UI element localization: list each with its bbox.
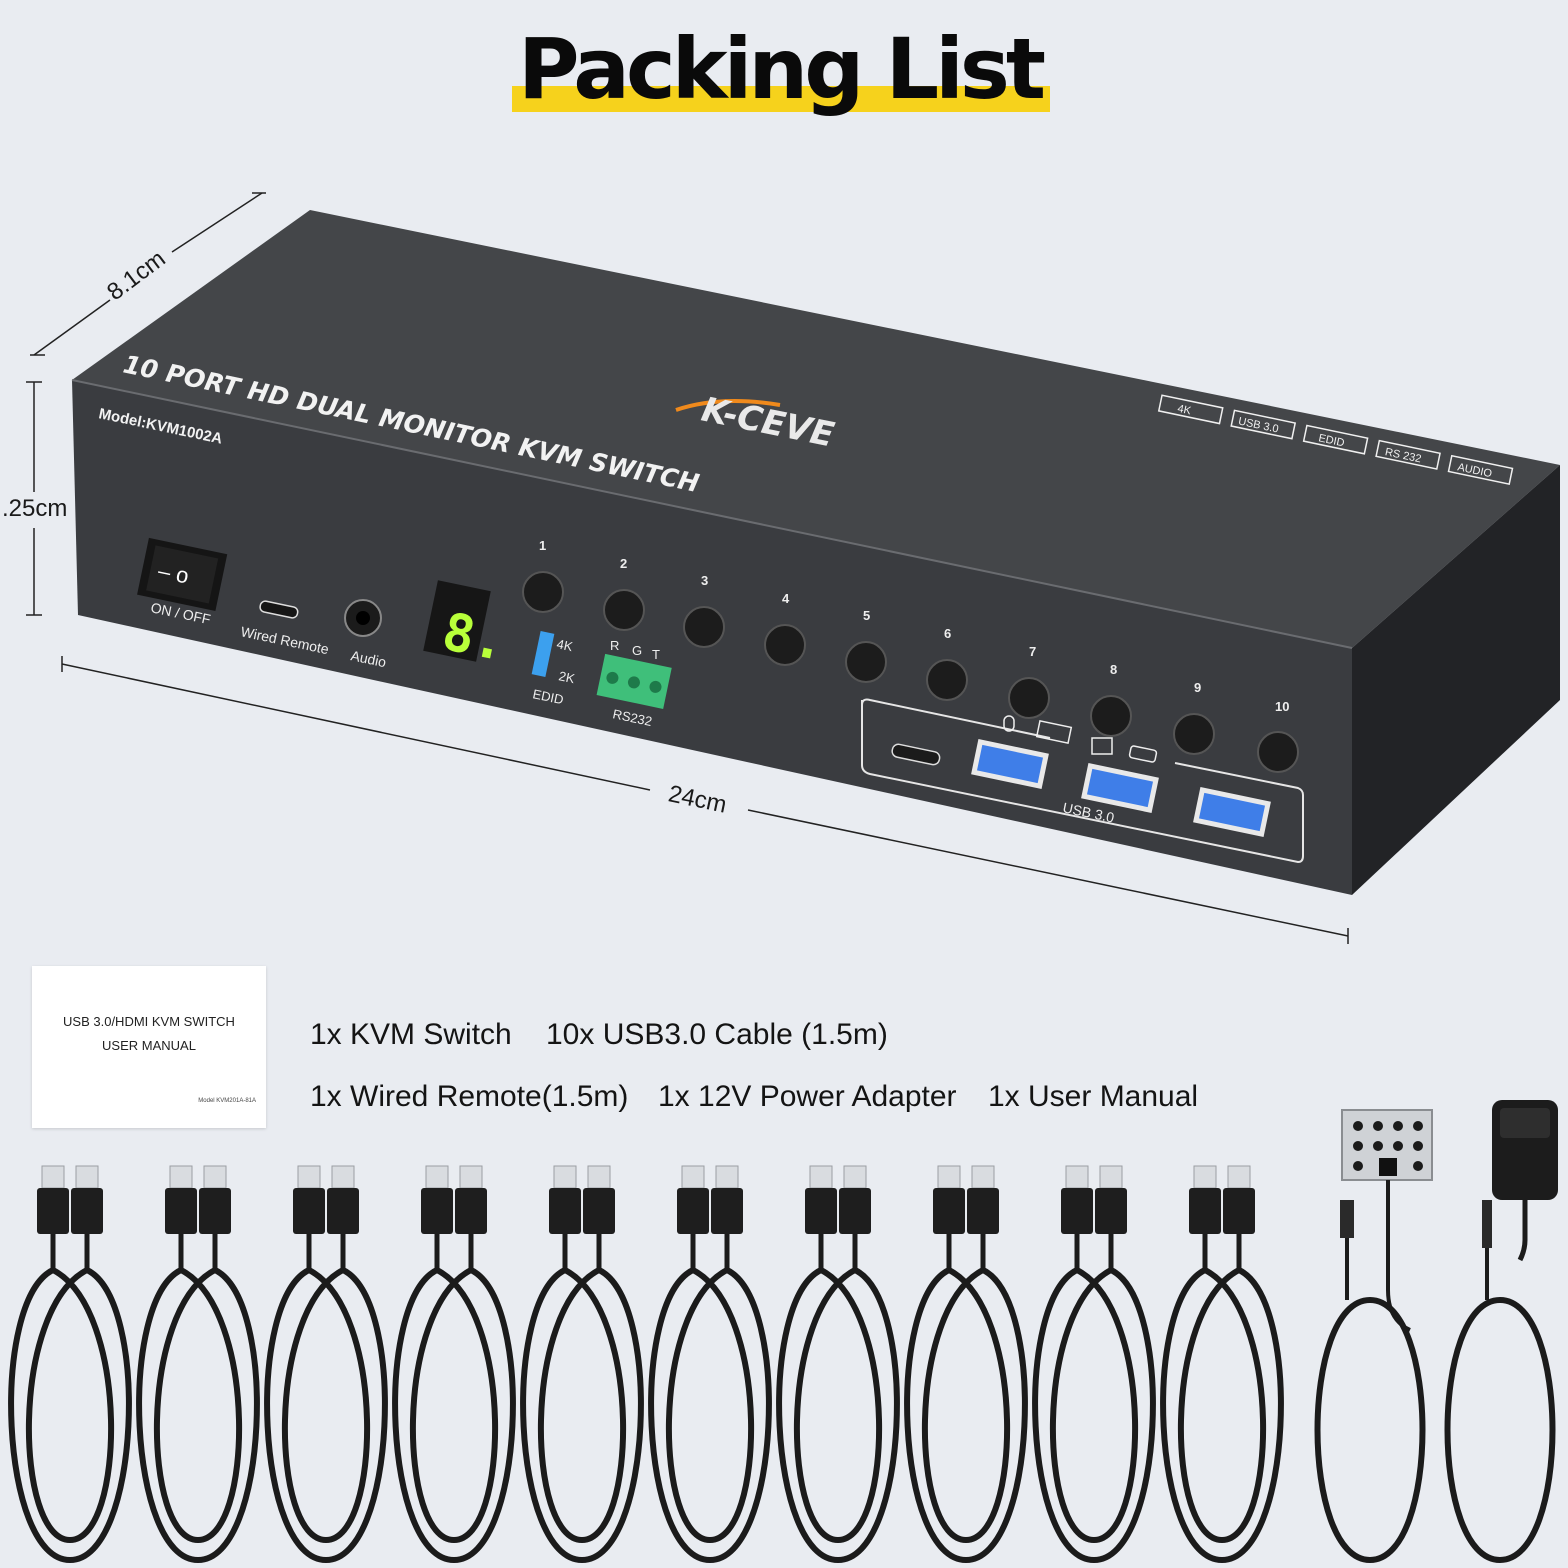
usb-cable-3 bbox=[264, 1165, 388, 1564]
edid-label: EDID bbox=[531, 686, 564, 707]
port-number-9: 9 bbox=[1194, 680, 1201, 695]
item-wired-remote: 1x Wired Remote(1.5m) bbox=[310, 1080, 629, 1113]
power-switch[interactable]: – o bbox=[137, 537, 228, 611]
segment-display bbox=[423, 580, 491, 662]
brand-swoosh bbox=[675, 399, 781, 412]
usb-cable-6 bbox=[648, 1165, 772, 1564]
wired-remote bbox=[1314, 1109, 1433, 1564]
item-user-manual: 1x User Manual bbox=[988, 1080, 1199, 1113]
edid-2k: 2K bbox=[557, 668, 576, 686]
title-highlight bbox=[512, 86, 1050, 112]
edid-switch[interactable] bbox=[531, 631, 555, 677]
port-button-7[interactable] bbox=[1008, 677, 1050, 719]
item-power-adapter: 1x 12V Power Adapter bbox=[658, 1080, 957, 1113]
port-number-10: 10 bbox=[1275, 699, 1289, 714]
port-number-8: 8 bbox=[1110, 662, 1117, 677]
usb-port-2 bbox=[1081, 763, 1159, 813]
port-button-3[interactable] bbox=[683, 606, 725, 648]
mouse-icon bbox=[1003, 715, 1015, 732]
edid-4k: 4K bbox=[555, 636, 574, 654]
port-number-4: 4 bbox=[782, 591, 790, 606]
usb-cable-9 bbox=[1032, 1165, 1156, 1564]
usb-port-1 bbox=[971, 739, 1049, 789]
port-number-2: 2 bbox=[620, 556, 627, 571]
usb-cable-8 bbox=[904, 1165, 1028, 1564]
rs232-pin-r: R bbox=[610, 638, 619, 653]
dimension-lines bbox=[26, 192, 1349, 944]
usb-cable-10 bbox=[1160, 1165, 1284, 1564]
port-button-5[interactable] bbox=[845, 641, 887, 683]
port-number-3: 3 bbox=[701, 573, 708, 588]
power-adapter bbox=[1444, 1100, 1558, 1564]
port-number-7: 7 bbox=[1029, 644, 1036, 659]
manual-model-line: Model KVM201A-81A bbox=[198, 1098, 256, 1104]
height-label: .25cm bbox=[2, 495, 68, 522]
usb-cable-5 bbox=[520, 1165, 644, 1564]
badge-edid: EDID bbox=[1317, 432, 1345, 449]
badge-4k: 4K bbox=[1176, 403, 1192, 418]
title-block: Packing List bbox=[510, 20, 1050, 120]
usb-port-3 bbox=[1193, 787, 1271, 837]
audio-label: Audio bbox=[349, 647, 388, 670]
user-manual-card: USB 3.0/HDMI KVM SWITCH USER MANUAL Mode… bbox=[32, 966, 266, 1128]
display-digit: 8. bbox=[437, 602, 511, 674]
usb-c-port bbox=[891, 743, 941, 766]
port-number-5: 5 bbox=[863, 608, 870, 623]
manual-line-2: USER MANUAL bbox=[102, 1038, 196, 1053]
port-button-4[interactable] bbox=[764, 624, 806, 666]
page-title: Packing List bbox=[517, 20, 1046, 118]
item-usb-cable: 10x USB3.0 Cable (1.5m) bbox=[546, 1018, 888, 1051]
remote-port bbox=[259, 600, 299, 619]
rs232-pin-g: G bbox=[632, 643, 642, 658]
usb-cable-1 bbox=[8, 1165, 132, 1564]
usb-cables bbox=[8, 1165, 1284, 1564]
item-kvm-switch: 1x KVM Switch bbox=[310, 1018, 512, 1051]
port-button-8[interactable] bbox=[1090, 695, 1132, 737]
usb-cable-4 bbox=[392, 1165, 516, 1564]
usb-cable-2 bbox=[136, 1165, 260, 1564]
usb-stick-icon bbox=[1128, 745, 1158, 763]
port-buttons bbox=[522, 571, 1299, 773]
port-button-9[interactable] bbox=[1173, 713, 1215, 755]
port-button-6[interactable] bbox=[926, 659, 968, 701]
usb-panel-outline bbox=[861, 698, 1304, 864]
printer-icon bbox=[1091, 737, 1113, 755]
port-number-1: 1 bbox=[539, 538, 546, 553]
port-numbers: 1 2 3 4 5 6 7 8 9 10 bbox=[539, 538, 1289, 714]
rs232-pin-t: T bbox=[652, 647, 660, 662]
port-button-1[interactable] bbox=[522, 571, 564, 613]
kvm-switch-illustration: K-CEVE 10 PORT HD DUAL MONITOR KVM SWITC… bbox=[26, 192, 1560, 944]
usb-cable-7 bbox=[776, 1165, 900, 1564]
port-number-6: 6 bbox=[944, 626, 951, 641]
svg-text:– o: – o bbox=[156, 558, 191, 589]
device-top-face bbox=[72, 210, 1560, 648]
port-button-2[interactable] bbox=[603, 589, 645, 631]
manual-line-1: USB 3.0/HDMI KVM SWITCH bbox=[63, 1014, 235, 1029]
keyboard-icon bbox=[1035, 720, 1073, 744]
rs232-terminal bbox=[596, 653, 672, 709]
port-button-10[interactable] bbox=[1257, 731, 1299, 773]
device-side-face bbox=[1352, 465, 1560, 895]
